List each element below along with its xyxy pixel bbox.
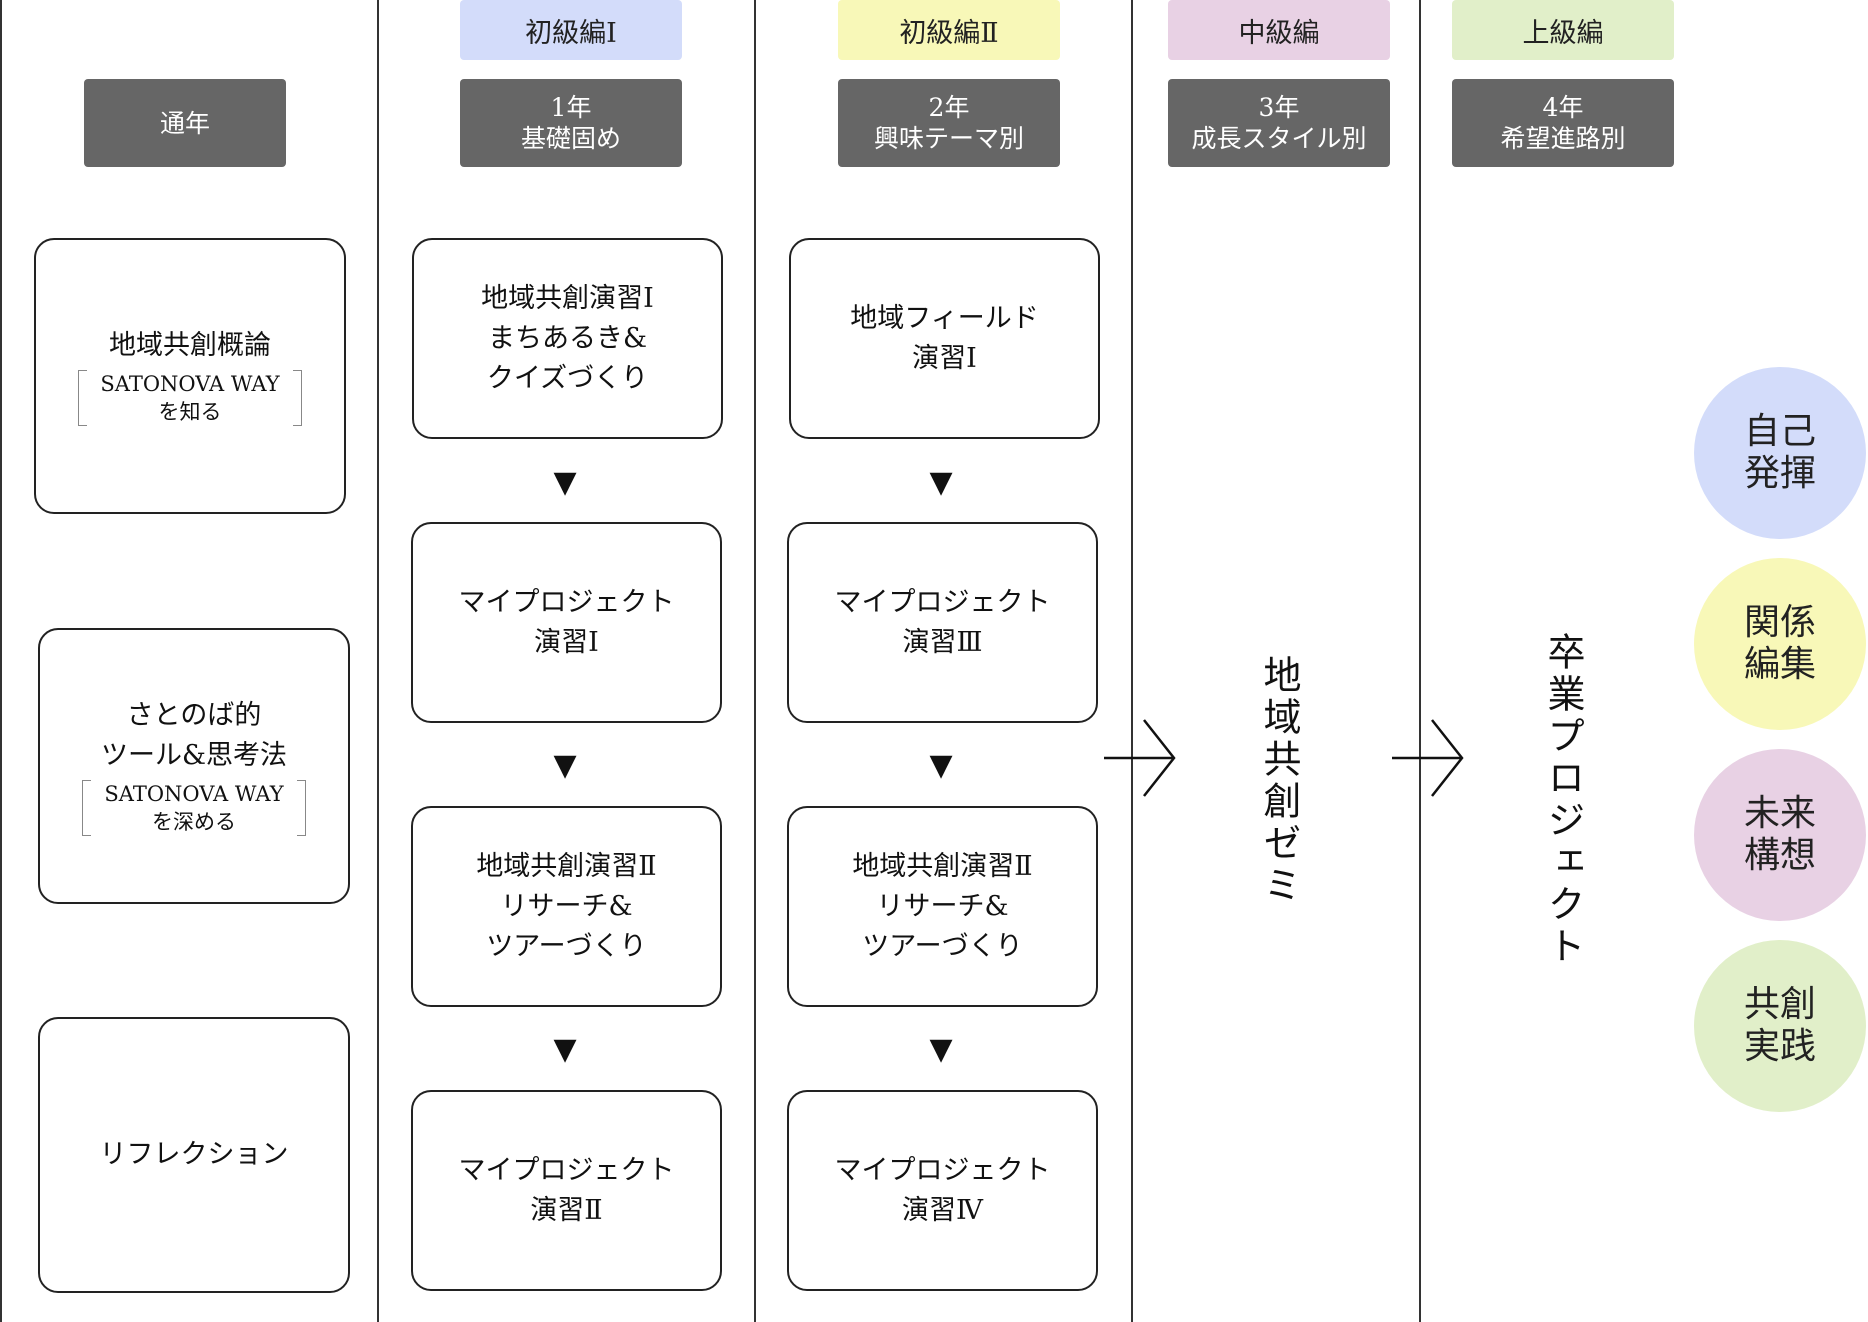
- satonova-way-note: SATONOVA WAY を深める: [82, 780, 306, 836]
- year-box-theme: 成長スタイル別: [1191, 124, 1367, 153]
- course-card-tools-thinking: さとのば的 ツール&思考法 SATONOVA WAY を深める: [38, 628, 350, 904]
- course-line: マイプロジェクト: [834, 586, 1051, 618]
- course-line: 演習Ⅳ: [902, 1194, 983, 1226]
- course-title: さとのば的: [126, 700, 262, 731]
- course-line: 演習Ⅲ: [902, 626, 983, 658]
- flow-down-arrow: ▼: [929, 748, 953, 783]
- circle-text: 実践: [1743, 1026, 1816, 1067]
- year-box-theme: 希望進路別: [1500, 124, 1626, 153]
- course-line: ツアーづくり: [862, 930, 1023, 962]
- year-box-year: 4年: [1542, 93, 1584, 122]
- note-line: を知る: [158, 400, 222, 424]
- course-card-y2-1: 地域フィールド 演習Ⅰ: [789, 238, 1100, 439]
- flow-down-arrow: ▼: [553, 465, 577, 500]
- year-box-theme: 基礎固め: [520, 124, 621, 153]
- level-header-advanced: 上級編: [1452, 0, 1674, 60]
- year-box-label: 通年: [159, 108, 210, 138]
- course-line: 地域共創演習Ⅰ: [481, 282, 654, 314]
- flow-down-arrow: ▼: [553, 1032, 577, 1067]
- course-line: まちあるき&: [487, 322, 648, 354]
- circle-text: 構想: [1743, 835, 1816, 876]
- year-box-year: 2年: [928, 93, 970, 122]
- course-line: 地域共創演習Ⅱ: [476, 850, 657, 882]
- column-divider: [0, 0, 2, 1322]
- note-line: SATONOVA WAY: [100, 372, 280, 396]
- column-divider: [377, 0, 379, 1322]
- circle-text: 未来: [1743, 793, 1816, 834]
- circle-text: 発揮: [1743, 453, 1816, 494]
- course-title: ツール&思考法: [100, 740, 288, 771]
- circle-text: 自己: [1743, 411, 1816, 452]
- course-line: マイプロジェクト: [458, 586, 675, 618]
- course-card-reflection: リフレクション: [38, 1017, 350, 1293]
- course-title: 地域共創概論: [109, 330, 271, 361]
- course-line: マイプロジェクト: [458, 1154, 675, 1186]
- level-header-beginner-2: 初級編Ⅱ: [838, 0, 1060, 60]
- note-line: を深める: [152, 810, 236, 834]
- course-line: 演習Ⅰ: [912, 342, 977, 374]
- year-box-4: 4年 希望進路別: [1452, 79, 1674, 167]
- satonova-way-note: SATONOVA WAY を知る: [78, 370, 302, 426]
- circle-text: 関係: [1743, 602, 1816, 643]
- competency-circle-cocreation: 共創 実践: [1694, 940, 1866, 1112]
- seminar-title: 地域共創ゼミ: [1257, 655, 1301, 907]
- competency-circle-future: 未来 構想: [1694, 749, 1866, 921]
- course-line: リサーチ&: [500, 890, 633, 922]
- graduation-project-title: 卒業プロジェクト: [1541, 632, 1585, 968]
- year-box-all-year: 通年: [84, 79, 286, 167]
- competency-circle-self: 自己 発揮: [1694, 367, 1866, 539]
- course-line: 演習Ⅰ: [534, 626, 599, 658]
- level-header-intermediate: 中級編: [1168, 0, 1390, 60]
- flow-down-arrow: ▼: [929, 465, 953, 500]
- year-box-year: 3年: [1258, 93, 1300, 122]
- course-card-y1-2: マイプロジェクト 演習Ⅰ: [411, 522, 722, 723]
- right-arrow-icon: [1104, 719, 1176, 797]
- year-box-theme: 興味テーマ別: [873, 124, 1024, 153]
- course-card-y2-3: 地域共創演習Ⅱ リサーチ& ツアーづくり: [787, 806, 1098, 1007]
- flow-down-arrow: ▼: [929, 1032, 953, 1067]
- course-line: クイズづくり: [486, 362, 649, 394]
- circle-text: 編集: [1743, 644, 1816, 685]
- course-card-y1-3: 地域共創演習Ⅱ リサーチ& ツアーづくり: [411, 806, 722, 1007]
- course-line: 演習Ⅱ: [530, 1194, 603, 1226]
- level-header-beginner-1: 初級編Ⅰ: [460, 0, 682, 60]
- course-line: マイプロジェクト: [834, 1154, 1051, 1186]
- course-line: リサーチ&: [876, 890, 1009, 922]
- competency-circle-relation: 関係 編集: [1694, 558, 1866, 730]
- year-box-1: 1年 基礎固め: [460, 79, 682, 167]
- year-box-2: 2年 興味テーマ別: [838, 79, 1060, 167]
- course-line: 地域共創演習Ⅱ: [852, 850, 1033, 882]
- year-box-3: 3年 成長スタイル別: [1168, 79, 1390, 167]
- note-line: SATONOVA WAY: [104, 782, 284, 806]
- column-divider: [1419, 0, 1421, 1322]
- course-card-y1-4: マイプロジェクト 演習Ⅱ: [411, 1090, 722, 1291]
- course-card-y2-2: マイプロジェクト 演習Ⅲ: [787, 522, 1098, 723]
- course-card-overview: 地域共創概論 SATONOVA WAY を知る: [34, 238, 346, 514]
- course-line: ツアーづくり: [486, 930, 647, 962]
- right-arrow-icon: [1392, 719, 1464, 797]
- course-card-y2-4: マイプロジェクト 演習Ⅳ: [787, 1090, 1098, 1291]
- course-card-y1-1: 地域共創演習Ⅰ まちあるき& クイズづくり: [412, 238, 723, 439]
- course-title: リフレクション: [99, 1139, 289, 1170]
- year-box-year: 1年: [550, 93, 592, 122]
- flow-down-arrow: ▼: [553, 748, 577, 783]
- column-divider: [754, 0, 756, 1322]
- column-divider: [1131, 0, 1133, 1322]
- course-line: 地域フィールド: [850, 302, 1039, 334]
- circle-text: 共創: [1743, 984, 1816, 1025]
